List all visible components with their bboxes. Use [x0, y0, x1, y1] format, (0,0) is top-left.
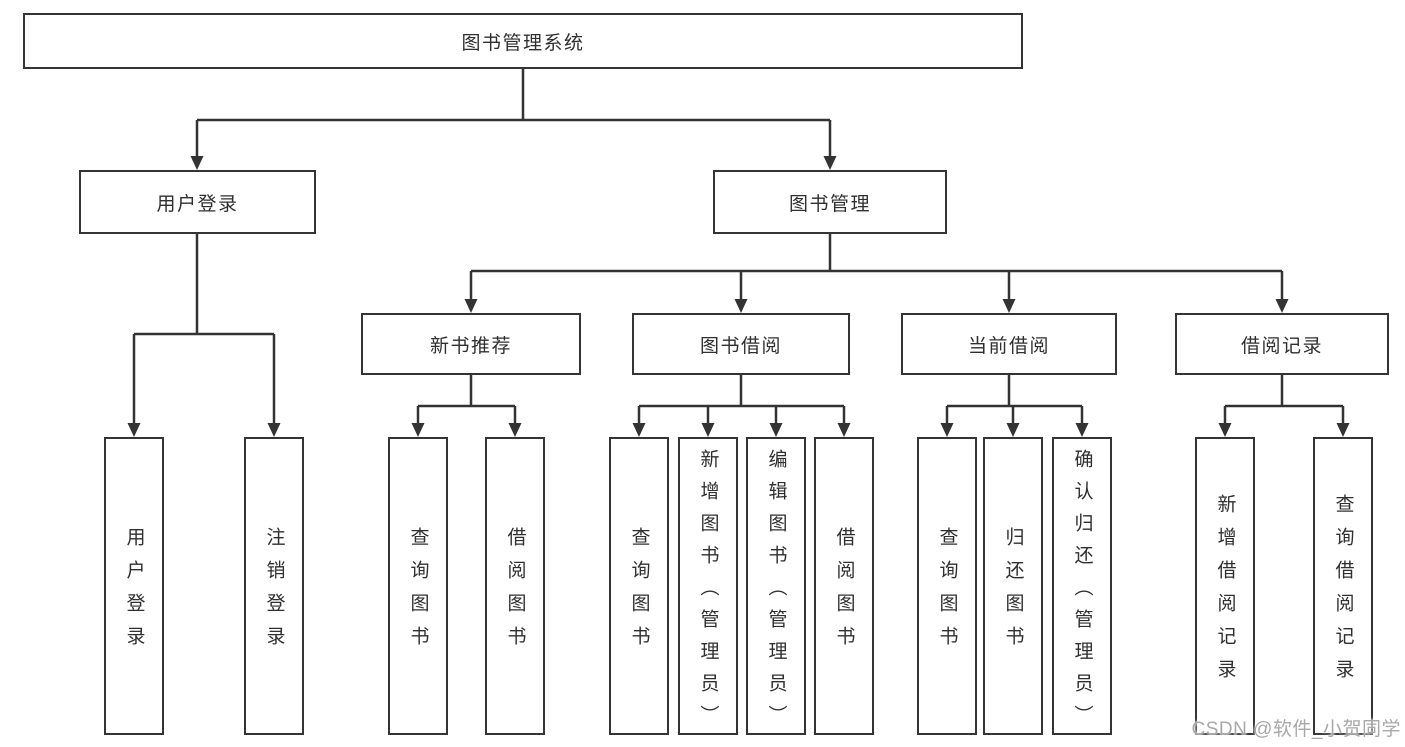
- arrowhead: [701, 423, 715, 437]
- connector-bookmgmt-to-level3: [469, 234, 1284, 301]
- arrowhead: [411, 423, 425, 437]
- node-label: 借阅记录: [1240, 335, 1323, 357]
- leaf-label: 借阅图书: [504, 527, 526, 659]
- leaf-add-borrow-record: 新增借阅记录: [1195, 437, 1255, 735]
- leaf-logout: 注销登录: [244, 437, 304, 735]
- node-new-book-recommendation: 新书推荐: [361, 313, 581, 375]
- connector-current-to-leaves: [945, 375, 1084, 425]
- leaf-label: 编辑图书（管理员）: [765, 448, 787, 737]
- arrowhead: [837, 423, 851, 437]
- arrowhead: [1275, 299, 1289, 313]
- node-book-management: 图书管理: [713, 170, 947, 234]
- node-current-borrowing: 当前借阅: [901, 313, 1117, 375]
- arrowhead: [190, 156, 204, 170]
- arrowhead: [464, 299, 478, 313]
- arrowhead: [734, 299, 748, 313]
- leaf-edit-books-admin: 编辑图书（管理员）: [746, 437, 806, 737]
- arrowhead: [1075, 423, 1089, 437]
- leaf-label: 确认归还（管理员）: [1071, 448, 1093, 737]
- node-user-login: 用户登录: [79, 170, 316, 234]
- leaf-label: 注销登录: [263, 527, 285, 659]
- node-label: 图书借阅: [699, 335, 782, 357]
- connector-borrow-to-leaves: [637, 375, 846, 425]
- node-label: 新书推荐: [429, 335, 512, 357]
- leaf-borrow-query-books: 查询图书: [609, 437, 669, 735]
- leaf-borrow-borrow-books: 借阅图书: [814, 437, 874, 735]
- arrowhead: [1336, 423, 1350, 437]
- leaf-label: 新增图书（管理员）: [697, 448, 719, 737]
- leaf-query-borrow-record: 查询借阅记录: [1313, 437, 1373, 735]
- leaf-add-books-admin: 新增图书（管理员）: [678, 437, 738, 737]
- arrowhead: [632, 423, 646, 437]
- node-label: 图书管理系统: [461, 32, 585, 54]
- leaf-label: 查询借阅记录: [1332, 494, 1354, 692]
- leaf-user-login: 用户登录: [104, 437, 164, 735]
- leaf-recommend-borrow-books: 借阅图书: [485, 437, 545, 735]
- arrowhead: [940, 423, 954, 437]
- leaf-label: 新增借阅记录: [1214, 494, 1236, 692]
- leaf-confirm-return-admin: 确认归还（管理员）: [1052, 437, 1112, 737]
- leaf-label: 查询图书: [936, 527, 958, 659]
- arrowhead: [127, 423, 141, 437]
- node-label: 当前借阅: [967, 335, 1050, 357]
- arrowhead: [1002, 299, 1016, 313]
- arrowhead: [267, 423, 281, 437]
- arrowhead: [508, 423, 522, 437]
- connector-userlogin-to-leaves: [132, 234, 276, 425]
- connector-root-to-level2: [195, 69, 832, 158]
- arrowhead: [1006, 423, 1020, 437]
- leaf-recommend-query-books: 查询图书: [388, 437, 448, 735]
- leaf-return-books: 归还图书: [983, 437, 1043, 735]
- leaf-label: 查询图书: [628, 527, 650, 659]
- node-book-borrowing: 图书借阅: [632, 313, 850, 375]
- arrowhead: [1218, 423, 1232, 437]
- leaf-label: 查询图书: [407, 527, 429, 659]
- node-label: 用户登录: [156, 193, 239, 215]
- node-label: 图书管理: [788, 193, 871, 215]
- node-borrowing-records: 借阅记录: [1175, 313, 1389, 375]
- connector-records-to-leaves: [1223, 375, 1345, 425]
- leaf-current-query-books: 查询图书: [917, 437, 977, 735]
- arrowhead: [769, 423, 783, 437]
- leaf-label: 用户登录: [123, 527, 145, 659]
- leaf-label: 归还图书: [1002, 527, 1024, 659]
- leaf-label: 借阅图书: [833, 527, 855, 659]
- node-library-management-system: 图书管理系统: [23, 13, 1023, 69]
- arrowhead: [823, 156, 837, 170]
- connector-recommend-to-leaves: [416, 375, 517, 425]
- csdn-watermark: CSDN @软件_小贺同学: [1191, 719, 1401, 740]
